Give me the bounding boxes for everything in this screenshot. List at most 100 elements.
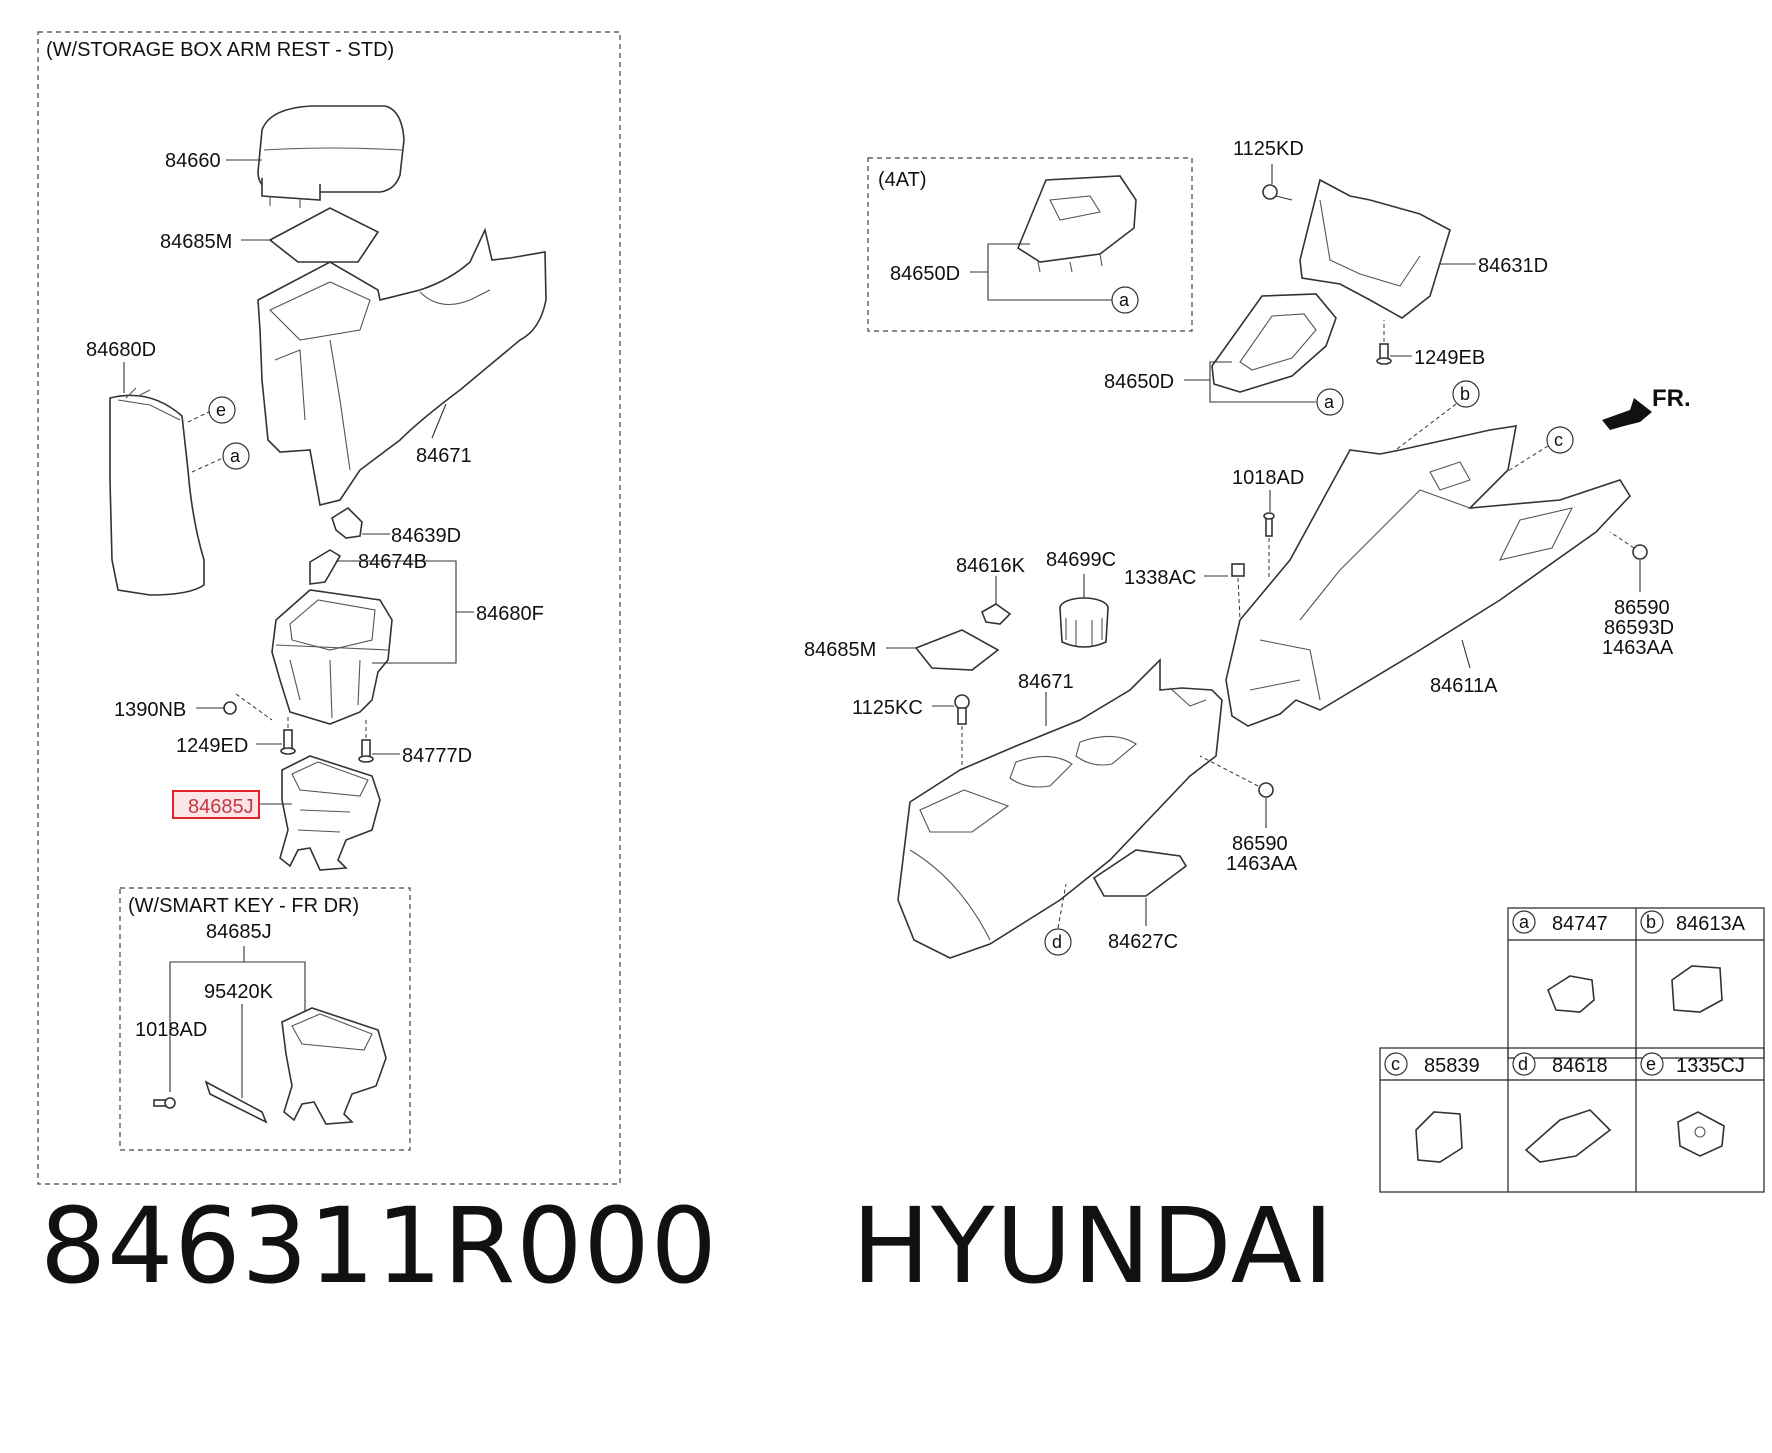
label-84650D-mid: 84650D <box>1104 371 1174 393</box>
nut-1338AC-drawing <box>1231 563 1245 621</box>
legend-d-part: 84618 <box>1552 1055 1608 1077</box>
label-86590-upper: 86590 <box>1614 597 1670 619</box>
label-84671-right: 84671 <box>1018 671 1074 693</box>
legend-a-circle <box>1512 910 1536 934</box>
callout-c-text: c <box>1554 430 1563 450</box>
footer-brand: HYUNDAI <box>851 1185 1335 1307</box>
callout-a-4at <box>1111 286 1139 314</box>
pad-drawing-right <box>914 629 1000 671</box>
pad-84616K-drawing <box>980 603 1012 625</box>
leader-e-left <box>187 411 210 423</box>
smart-key-outline <box>119 887 411 1151</box>
label-1249EB: 1249EB <box>1414 347 1485 369</box>
pad-84627C-drawing <box>1092 849 1188 897</box>
pad-drawing-left <box>268 207 380 263</box>
gear-indicator-4at-drawing <box>1017 175 1137 273</box>
label-84685J-smartkey: 84685J <box>206 921 272 943</box>
clip-85839-drawing <box>1415 1111 1463 1163</box>
callout-a-left <box>222 442 250 470</box>
label-fr: FR. <box>1652 385 1691 412</box>
screw-1018AD-drawing <box>1263 512 1275 580</box>
leader-a-left <box>191 457 224 473</box>
nut-1390NB-drawing <box>223 693 273 721</box>
label-84639D: 84639D <box>391 525 461 547</box>
label-84680F: 84680F <box>476 603 544 625</box>
callout-a-mid-text: a <box>1324 392 1335 412</box>
storage-bin-drawing <box>271 589 393 725</box>
clip-1335CJ-hole <box>1694 1126 1706 1138</box>
4at-box-title: (4AT) <box>878 169 927 191</box>
cup-holder-84699C-drawing <box>1059 597 1109 648</box>
legend-b-part: 84613A <box>1676 913 1746 935</box>
pad-84674B-drawing <box>309 549 342 585</box>
label-1463AA-lower: 1463AA <box>1226 853 1298 875</box>
callout-b-text: b <box>1460 384 1470 404</box>
label-84616K: 84616K <box>956 555 1026 577</box>
bracket-84631D-drawing <box>1299 178 1451 319</box>
bracket-84639D-drawing <box>331 506 363 539</box>
screw-1249EB-drawing <box>1376 320 1392 365</box>
legend-a-part: 84747 <box>1552 913 1608 935</box>
legend-a-letter: a <box>1519 912 1530 932</box>
label-84699C: 84699C <box>1046 549 1116 571</box>
label-84777D: 84777D <box>402 745 472 767</box>
leader-84611A <box>1461 639 1471 669</box>
front-direction-arrow-icon <box>1602 398 1652 430</box>
label-84631D: 84631D <box>1478 255 1548 277</box>
label-1125KD: 1125KD <box>1233 138 1304 160</box>
trim-84650D-drawing <box>1211 293 1337 393</box>
label-84650D-top: 84650D <box>890 263 960 285</box>
label-84627C: 84627C <box>1108 931 1178 953</box>
leader-84650D-mid <box>1209 361 1316 403</box>
label-84685M-left: 84685M <box>160 231 232 253</box>
legend-c-circle <box>1384 1052 1408 1076</box>
armrest-lid-drawing <box>257 105 405 208</box>
4at-box-outline <box>867 157 1193 332</box>
clip-84618-drawing <box>1524 1109 1612 1163</box>
console-drawing-right <box>897 658 1223 959</box>
leader-84671-left <box>431 403 447 439</box>
label-84680D: 84680D <box>86 339 156 361</box>
clip-1335CJ-drawing <box>1677 1111 1725 1157</box>
legend-table <box>1379 907 1765 1193</box>
legend-e-circle <box>1640 1052 1664 1076</box>
footer-caption: 846311R000 HYUNDAI <box>40 1185 1335 1307</box>
label-1338AC: 1338AC <box>1124 567 1196 589</box>
clip-84747-drawing <box>1547 975 1595 1013</box>
label-86590-lower: 86590 <box>1232 833 1288 855</box>
legend-c-part: 85839 <box>1424 1055 1480 1077</box>
console-drawing-left <box>257 227 547 506</box>
label-84685J-highlighted: 84685J <box>188 796 254 818</box>
clip-84613A-drawing <box>1671 965 1723 1013</box>
label-84685M-right: 84685M <box>804 639 876 661</box>
label-86593D: 86593D <box>1604 617 1674 639</box>
legend-e-letter: e <box>1646 1054 1656 1074</box>
callout-e-left-text: e <box>216 400 226 420</box>
bolt-86590-upper-drawing <box>1609 531 1648 560</box>
legend-d-letter: d <box>1518 1054 1528 1074</box>
label-1249ED: 1249ED <box>176 735 248 757</box>
label-1018AD: 1018AD <box>1232 467 1304 489</box>
legend-b-circle <box>1640 910 1664 934</box>
callout-c <box>1546 426 1574 454</box>
leader-84685J-smartkey <box>169 961 306 1092</box>
label-1463AA-upper: 1463AA <box>1602 637 1674 659</box>
label-1125KC: 1125KC <box>852 697 923 719</box>
bracket-84685J-drawing <box>279 755 381 871</box>
label-1390NB: 1390NB <box>114 699 186 721</box>
label-95420K: 95420K <box>204 981 274 1003</box>
callout-e-left <box>208 396 236 424</box>
label-84671-left: 84671 <box>416 445 472 467</box>
bolt-86590-lower-drawing <box>1199 755 1274 798</box>
leader-c <box>1499 445 1549 477</box>
callout-a-4at-text: a <box>1119 290 1130 310</box>
label-1018AD-smartkey: 1018AD <box>135 1019 207 1041</box>
screw-84777D-drawing <box>358 720 374 763</box>
side-cover-drawing <box>109 387 205 596</box>
smart-key-title: (W/SMART KEY - FR DR) <box>128 895 359 917</box>
highlighted-part-box <box>172 790 260 819</box>
label-84611A: 84611A <box>1430 675 1498 697</box>
label-84674B: 84674B <box>358 551 427 573</box>
screw-1125KD-drawing <box>1262 184 1293 201</box>
